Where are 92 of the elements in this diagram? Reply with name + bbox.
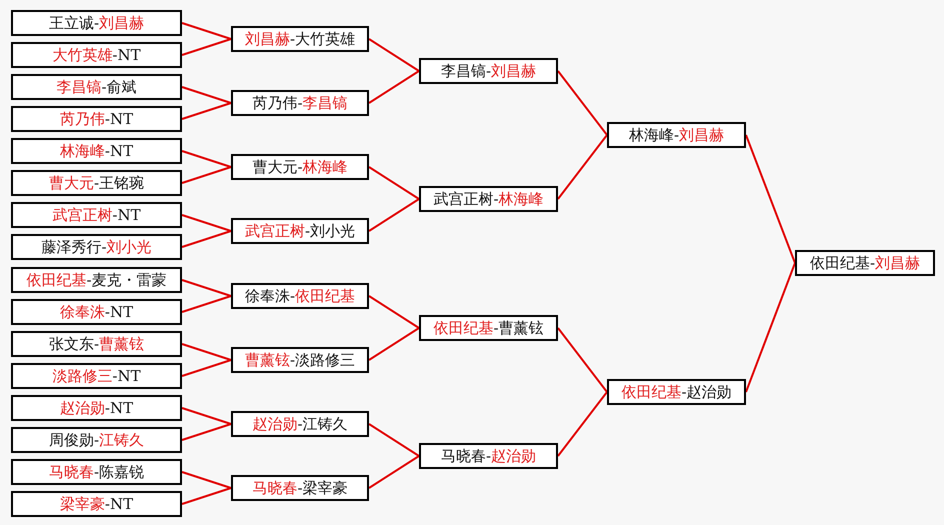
player-pair-text: 藤泽秀行-刘小光 — [41, 240, 152, 254]
bracket-line — [368, 295, 420, 329]
bracket-line — [557, 327, 608, 393]
match-box — [11, 331, 182, 357]
bracket-line — [182, 407, 232, 425]
match-box — [11, 395, 182, 421]
bracket-line — [182, 230, 232, 248]
match-box — [419, 315, 558, 341]
player-pair-text: 张文东-曹薰铉 — [48, 336, 144, 352]
bracket-line — [182, 150, 232, 168]
match-box — [795, 250, 935, 276]
match-box — [231, 475, 369, 501]
player-pair-text: 马晓春-赵治勋 — [440, 448, 536, 464]
player-pair-text: 赵治勋-江铸久 — [252, 416, 348, 432]
match-box — [231, 26, 369, 52]
player-pair-text: 马晓春-陈嘉锐 — [48, 464, 144, 480]
player-pair-text: 依田纪基-刘昌赫 — [810, 256, 920, 270]
bracket-line — [368, 455, 420, 489]
match-box — [231, 90, 369, 116]
player-pair-text: 刘昌赫-大竹英雄 — [244, 32, 356, 46]
bracket-line — [182, 487, 232, 505]
match-box — [11, 491, 182, 517]
match-box — [11, 234, 182, 260]
bracket-line — [182, 102, 232, 120]
bracket-line — [368, 327, 420, 361]
match-box — [607, 379, 746, 405]
bracket-line — [368, 198, 420, 232]
player-pair-text: 曹薰铉-淡路修三 — [244, 352, 356, 368]
bracket-line — [182, 38, 232, 56]
player-pair-text: 徐奉洙-依田纪基 — [244, 288, 356, 304]
match-box — [11, 299, 182, 325]
match-box — [419, 58, 558, 84]
match-box — [231, 411, 369, 437]
match-box — [11, 42, 182, 68]
match-box — [11, 138, 182, 164]
match-box — [231, 218, 369, 244]
match-box — [231, 154, 369, 180]
bracket-line — [182, 22, 232, 40]
bracket-line — [182, 423, 232, 441]
match-box — [11, 74, 182, 100]
player-pair-text: 大竹英雄-NT — [52, 48, 141, 62]
bracket-line — [368, 423, 420, 457]
match-box — [419, 443, 558, 469]
player-pair-text: 芮乃伟-NT — [60, 112, 134, 126]
match-box — [11, 170, 182, 196]
bracket-line — [368, 166, 420, 200]
player-pair-text: 武宫正树-刘小光 — [244, 224, 356, 238]
bracket-line — [182, 359, 232, 377]
bracket-line — [182, 279, 232, 297]
match-box — [11, 106, 182, 132]
bracket-line — [368, 70, 420, 104]
player-pair-text: 李昌镐-刘昌赫 — [440, 64, 536, 78]
bracket-line — [557, 391, 608, 457]
match-box — [11, 459, 182, 485]
bracket-line — [182, 343, 232, 361]
match-box — [419, 186, 558, 212]
player-pair-text: 徐奉洙-NT — [60, 304, 134, 320]
bracket-line — [745, 262, 796, 392]
match-box — [11, 202, 182, 228]
player-pair-text: 王立诚-刘昌赫 — [48, 16, 144, 30]
bracket-line — [182, 86, 232, 104]
player-pair-text: 林海峰-刘昌赫 — [628, 128, 724, 142]
match-box — [607, 122, 746, 148]
player-pair-text: 曹大元-王铭琬 — [48, 176, 144, 190]
bracket-line — [557, 134, 608, 200]
player-pair-text: 武宫正树-林海峰 — [433, 192, 544, 206]
player-pair-text: 淡路修三-NT — [52, 368, 141, 384]
match-box — [11, 267, 182, 293]
player-pair-text: 依田纪基-曹薰铉 — [433, 320, 544, 336]
player-pair-text: 李昌镐-俞斌 — [56, 80, 137, 94]
bracket-line — [557, 70, 608, 136]
player-pair-text: 赵治勋-NT — [60, 400, 134, 416]
match-box — [11, 10, 182, 36]
player-pair-text: 芮乃伟-李昌镐 — [252, 96, 348, 110]
bracket-line — [182, 214, 232, 232]
player-pair-text: 周俊勋-江铸久 — [48, 432, 144, 448]
player-pair-text: 曹大元-林海峰 — [252, 160, 348, 174]
player-pair-text: 马晓春-梁宰豪 — [252, 480, 348, 496]
match-box — [11, 363, 182, 389]
bracket-line — [182, 166, 232, 184]
player-pair-text: 武宫正树-NT — [52, 208, 141, 222]
match-box — [231, 283, 369, 309]
player-pair-text: 依田纪基-麦克・雷蒙 — [26, 272, 167, 288]
player-pair-text: 梁宰豪-NT — [60, 496, 134, 512]
bracket-line — [368, 38, 420, 72]
player-pair-text: 依田纪基-赵治勋 — [621, 384, 732, 400]
match-box — [11, 427, 182, 453]
bracket-line — [182, 295, 232, 313]
player-pair-text: 林海峰-NT — [60, 144, 134, 158]
bracket-line — [182, 471, 232, 489]
bracket-line — [745, 134, 796, 264]
match-box — [231, 347, 369, 373]
